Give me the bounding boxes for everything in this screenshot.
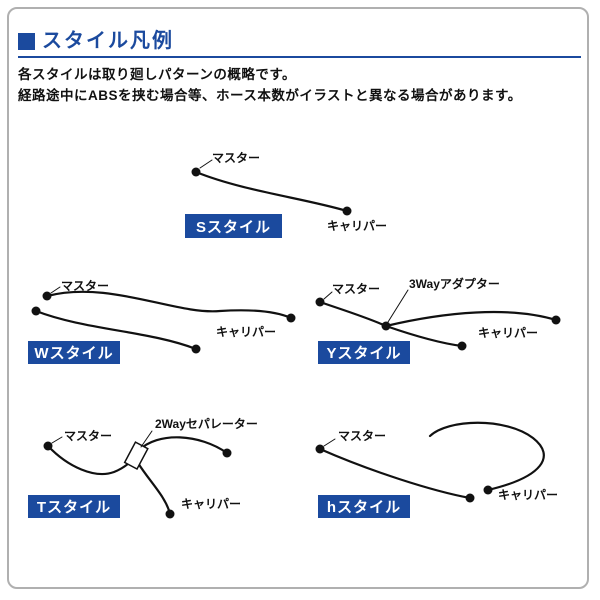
master-label: マスター (212, 151, 261, 165)
s-style-curve (191, 159, 352, 216)
page-title: スタイル凡例 (42, 30, 174, 52)
caliper-label: キャリパー (498, 488, 559, 502)
master-label: マスター (338, 429, 387, 443)
caliper-label: キャリパー (216, 325, 277, 339)
two-way-separator-label: 2Wayセパレーター (155, 417, 258, 431)
y-style-curve (315, 289, 561, 351)
title-divider (18, 56, 581, 58)
caliper-label: キャリパー (478, 326, 539, 340)
caliper-label: キャリパー (327, 219, 388, 233)
master-label: マスター (61, 279, 110, 293)
style-badge-y: Yスタイル (318, 341, 410, 364)
style-badge-h: hスタイル (318, 495, 410, 518)
style-badge-t: Tスタイル (28, 495, 120, 518)
style-badge-s: Sスタイル (185, 214, 282, 238)
style-badge-w: Wスタイル (28, 341, 120, 364)
square-bullet-icon (18, 32, 35, 50)
w-style-curve (31, 286, 296, 354)
caliper-label: キャリパー (181, 497, 242, 511)
header: スタイル凡例 (18, 31, 174, 51)
description-line-1: 各スタイルは取り廻しパターンの概略です。 (18, 67, 296, 82)
master-label: マスター (332, 282, 381, 296)
three-way-adapter-label: 3Wayアダプター (409, 277, 500, 291)
description-line-2: 経路途中にABSを挟む場合等、ホース本数がイラストと異なる場合があります。 (18, 88, 522, 103)
two-way-separator-symbol (123, 441, 149, 471)
t-style-curve (43, 430, 232, 519)
master-label: マスター (64, 429, 113, 443)
rounded-border-frame (7, 7, 589, 589)
h-style-curve (315, 421, 545, 503)
